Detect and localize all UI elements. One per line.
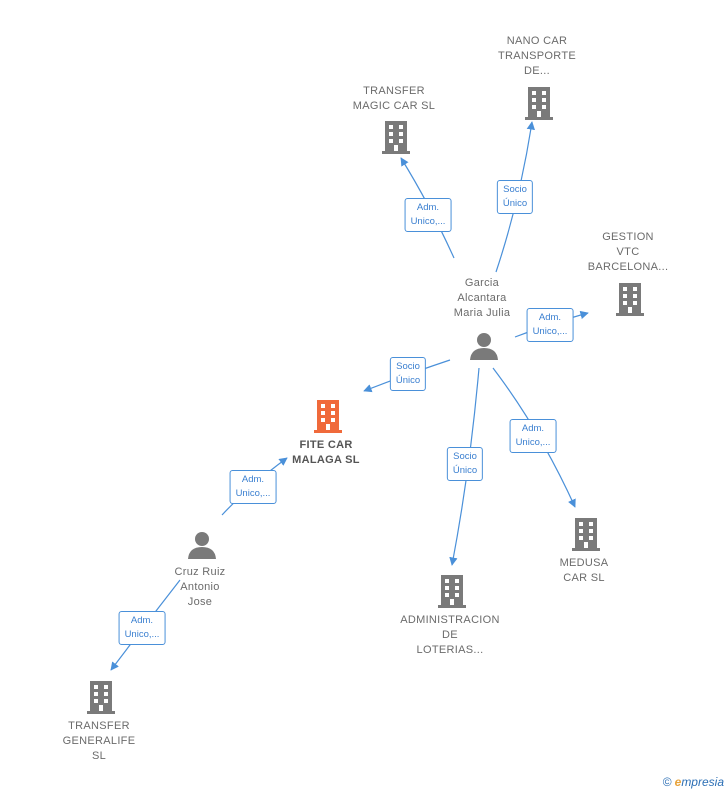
relation-label-garcia-gestion[interactable]: Adm. Unico,...	[526, 308, 574, 342]
company-label-admin[interactable]: ADMINISTRACION DE LOTERIAS...	[400, 614, 500, 656]
building-icon[interactable]	[85, 679, 117, 715]
relation-label-garcia-nano[interactable]: Socio Único	[496, 180, 534, 214]
building-icon[interactable]	[523, 85, 555, 121]
relation-label-garcia-medusa[interactable]: Adm. Unico,...	[509, 419, 557, 453]
company-label-fite[interactable]: FITE CAR MALAGA SL	[292, 439, 360, 466]
company-label-transfer-magic[interactable]: TRANSFER MAGIC CAR SL	[352, 85, 436, 112]
company-label-transfer-gen[interactable]: TRANSFER GENERALIFE SL	[62, 720, 136, 762]
relation-label-garcia-fite[interactable]: Socio Único	[389, 357, 427, 391]
focus-building-icon[interactable]	[312, 398, 344, 434]
relation-label-garcia-admin[interactable]: Socio Único	[446, 447, 484, 481]
building-icon[interactable]	[436, 573, 468, 609]
building-icon[interactable]	[614, 281, 646, 317]
building-icon[interactable]	[570, 516, 602, 552]
company-label-nano[interactable]: NANO CAR TRANSPORTE DE...	[498, 35, 576, 77]
relation-label-cruz-fite[interactable]: Adm. Unico,...	[229, 470, 277, 504]
person-label-garcia[interactable]: Garcia Alcantara Maria Julia	[453, 277, 511, 319]
copyright-icon: ©	[662, 775, 672, 789]
person-label-cruz[interactable]: Cruz Ruiz Antonio Jose	[174, 566, 226, 608]
building-icon[interactable]	[380, 119, 412, 155]
brand-logo[interactable]: ©empresia	[662, 775, 724, 789]
company-label-gestion[interactable]: GESTION VTC BARCELONA...	[587, 231, 669, 273]
company-label-medusa[interactable]: MEDUSA CAR SL	[559, 557, 609, 584]
person-icon[interactable]	[469, 331, 499, 361]
person-icon[interactable]	[187, 530, 217, 560]
relation-label-cruz-transfer-gen[interactable]: Adm. Unico,...	[118, 611, 166, 645]
relation-label-garcia-transfer-magic[interactable]: Adm. Unico,...	[404, 198, 452, 232]
